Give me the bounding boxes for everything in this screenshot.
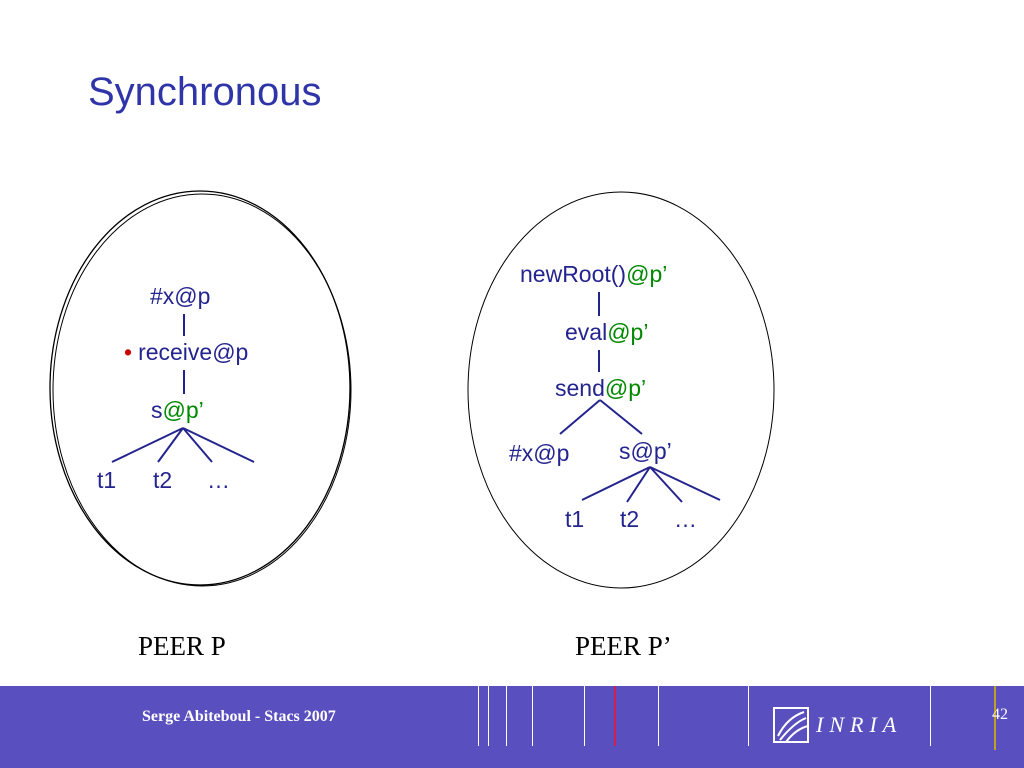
peer-p-prime-label: PEER P’: [575, 631, 672, 661]
peer-p-prime-leaf-t2: t2: [620, 506, 639, 532]
footer-divider: [658, 686, 659, 746]
peer-p-label: PEER P: [138, 631, 226, 661]
peer-p-prime-service-node: s@p’: [619, 438, 672, 464]
footer-divider: [930, 686, 931, 746]
footer-author: Serge Abiteboul - Stacs 2007: [142, 708, 336, 725]
peer-p-group: #x@p •receive@p s@p’ t1 t2 … PEER P: [49, 190, 352, 661]
peer-p-prime-x-node: #x@p: [509, 440, 569, 466]
peer-p-leaf-t1: t1: [97, 467, 116, 493]
peer-p-prime-edge-t2: [626, 466, 651, 503]
peer-p-leaf-ellipsis: …: [207, 467, 230, 493]
slide-footer: Serge Abiteboul - Stacs 2007 INRIA 42: [0, 686, 1024, 768]
peers-diagram: #x@p •receive@p s@p’ t1 t2 … PEER P newR…: [49, 190, 775, 661]
peer-p-leaf-t2: t2: [153, 467, 172, 493]
inria-mark-icon: [773, 707, 809, 743]
inria-logo: INRIA: [772, 706, 896, 751]
footer-divider: [478, 686, 479, 746]
peer-p-prime-leaf-t1: t1: [565, 506, 584, 532]
peer-p-prime-leaf-ellipsis: …: [674, 506, 697, 532]
peer-p-root-node: #x@p: [150, 283, 210, 309]
peer-p-prime-group: newRoot()@p’ eval@p’ send@p’ #x@p s@p’ t…: [467, 191, 775, 661]
slide-title: Synchronous: [88, 70, 322, 114]
page-number: 42: [992, 706, 1008, 723]
footer-divider: [532, 686, 533, 746]
peer-p-prime-root-node: newRoot()@p’: [520, 261, 667, 287]
peer-p-receive-node: •receive@p: [124, 339, 248, 365]
peer-p-prime-edge-t1: [581, 466, 651, 501]
peer-p-edge-t1: [111, 427, 184, 463]
footer-divider-accent: [614, 686, 616, 746]
footer-divider: [584, 686, 585, 746]
footer-divider: [748, 686, 749, 746]
peer-p-prime-edge-send-x: [559, 399, 601, 435]
inria-logo-text: INRIA: [816, 712, 903, 737]
peer-p-edge-t2: [157, 427, 184, 463]
peer-p-ellipse: [49, 190, 351, 586]
footer-divider: [488, 686, 489, 746]
peer-p-prime-edge-t3: [649, 466, 683, 503]
peer-p-service-node: s@p’: [151, 397, 204, 423]
peer-p-prime-eval-node: eval@p’: [565, 319, 648, 345]
footer-divider-accent: [994, 686, 996, 750]
peer-p-edge-t4: [182, 427, 255, 463]
peer-p-prime-edge-t4: [649, 466, 721, 501]
peer-p-edge-t3: [182, 427, 213, 463]
peer-p-prime-send-node: send@p’: [555, 375, 646, 401]
peer-p-prime-edge-send-s: [599, 399, 643, 435]
footer-divider: [506, 686, 507, 746]
peer-p-prime-ellipse: [467, 191, 775, 589]
peer-p-ellipse-outline: [52, 193, 352, 587]
bullet-icon: •: [124, 339, 132, 365]
